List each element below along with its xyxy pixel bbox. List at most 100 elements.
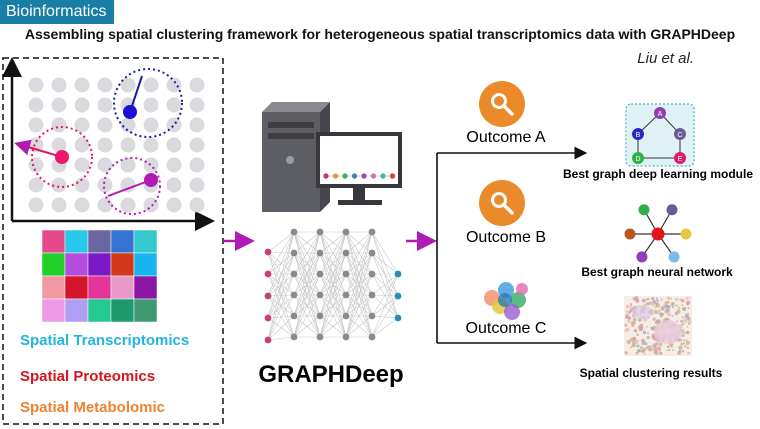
nn-edge <box>319 231 347 296</box>
nn-edge <box>319 252 347 338</box>
nn-node <box>342 312 350 320</box>
nn-edge <box>371 252 399 319</box>
datatype-metabolomic: Spatial Metabolomic <box>20 399 165 416</box>
spot <box>120 77 136 93</box>
spot-cluster-blue <box>113 68 183 138</box>
nn-edge <box>267 251 295 317</box>
computer-icon <box>262 102 402 212</box>
star-leaf-node <box>666 204 678 216</box>
nn-node <box>290 249 298 257</box>
star-leaf-node <box>668 251 680 263</box>
nn-node <box>264 248 272 256</box>
heatmap-cell <box>41 275 66 300</box>
spot <box>143 97 159 113</box>
nn-node <box>316 291 324 299</box>
nn-node <box>264 292 272 300</box>
spot <box>51 77 67 93</box>
spot <box>74 77 90 93</box>
heatmap-cell <box>87 275 112 300</box>
spot <box>97 157 113 173</box>
spot <box>28 77 44 93</box>
nn-edge <box>267 336 295 341</box>
spot <box>189 197 205 213</box>
spot <box>74 157 90 173</box>
spot <box>189 117 205 133</box>
nn-edge <box>293 231 321 338</box>
input-panel <box>2 57 224 425</box>
nn-edge <box>267 251 295 296</box>
outcome-a-result: Best graph deep learning module <box>563 167 753 181</box>
spot <box>189 137 205 153</box>
graph-node-b: B <box>636 132 641 139</box>
spot-cluster-pink <box>14 126 93 188</box>
spot <box>97 77 113 93</box>
nn-node <box>290 312 298 320</box>
nn-edge <box>345 231 373 296</box>
graph-node-c: C <box>677 132 682 139</box>
nn-edge <box>267 251 295 275</box>
topic-badge: Bioinformatics <box>0 0 115 24</box>
spot <box>120 177 136 193</box>
nn-edge <box>345 231 373 317</box>
nn-edge <box>293 294 321 338</box>
spot <box>51 117 67 133</box>
outcome-a-label: Outcome A <box>466 129 545 146</box>
heatmap-cell <box>87 252 112 277</box>
nn-edge <box>345 231 373 338</box>
spot <box>120 157 136 173</box>
nn-edge <box>371 317 399 338</box>
heatmap-cell <box>133 275 158 300</box>
star-leaf-node <box>636 251 648 263</box>
nn-edge <box>371 294 399 319</box>
nn-edge <box>267 295 295 317</box>
spot <box>51 137 67 153</box>
nn-edge <box>345 273 373 338</box>
nn-node <box>290 291 298 299</box>
authors: Liu et al. <box>637 50 694 67</box>
spot <box>143 157 159 173</box>
spot <box>120 117 136 133</box>
nn-node <box>368 291 376 299</box>
heatmap-cell <box>110 229 135 254</box>
spot <box>143 137 159 153</box>
outcome-c-result: Spatial clustering results <box>580 366 723 380</box>
nn-node <box>316 270 324 278</box>
spot <box>97 137 113 153</box>
nn-edge <box>371 273 399 338</box>
graph-node-e: E <box>678 156 683 163</box>
nn-edge <box>267 294 295 341</box>
spatial-spot-grid <box>28 77 205 213</box>
nn-node <box>342 228 350 236</box>
nn-node <box>342 270 350 278</box>
spot <box>166 197 182 213</box>
nn-node <box>342 249 350 257</box>
nn-node <box>368 270 376 278</box>
expression-heatmap <box>41 229 158 323</box>
nn-edge <box>319 315 347 338</box>
star-leaf-node <box>638 204 650 216</box>
spot <box>189 177 205 193</box>
nn-edge <box>371 231 399 297</box>
spot <box>166 157 182 173</box>
heatmap-cell <box>64 252 89 277</box>
spot <box>28 197 44 213</box>
spot <box>189 157 205 173</box>
outcome-a-magnifier-icon <box>479 81 525 127</box>
nn-edge <box>345 294 373 338</box>
nn-edge <box>267 273 295 296</box>
spatial-plot-axes <box>1 57 215 231</box>
spot <box>28 157 44 173</box>
nn-edge <box>345 315 373 338</box>
nn-edge <box>345 231 373 254</box>
spot <box>28 97 44 113</box>
spot <box>166 137 182 153</box>
nn-edge <box>293 231 321 296</box>
nn-edge <box>371 252 399 297</box>
nn-node <box>368 312 376 320</box>
nn-node <box>290 333 298 341</box>
nn-edge <box>345 252 373 338</box>
star-graph-icon <box>624 204 692 263</box>
neural-network-diagram <box>264 228 402 344</box>
graph-module-icon: A B C D E <box>625 103 695 167</box>
spot <box>74 137 90 153</box>
